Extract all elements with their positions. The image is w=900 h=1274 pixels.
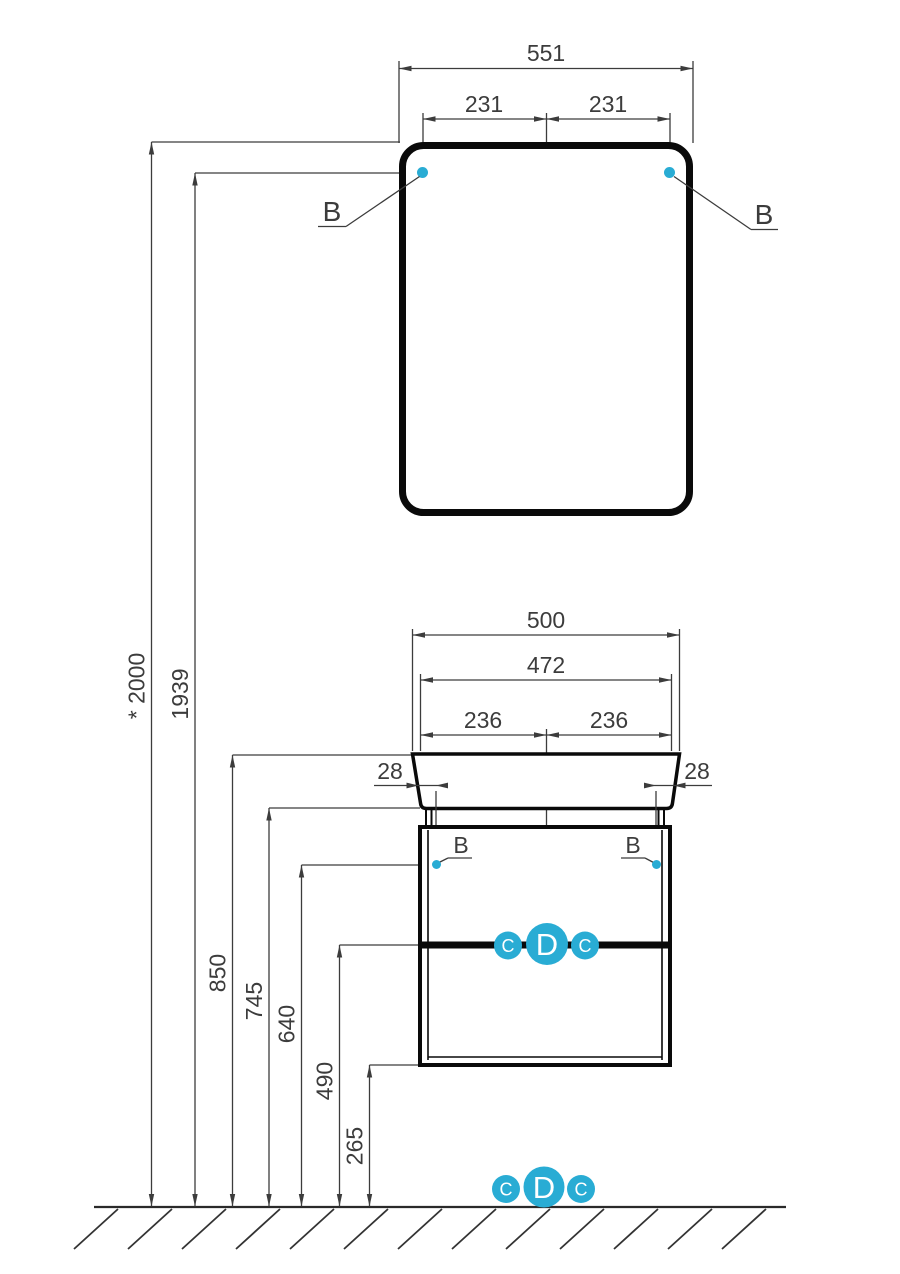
dim-edge-offset-left: 28 xyxy=(374,758,448,858)
siphon-marks-cabinet: C D C xyxy=(494,923,599,965)
mount-callout-mirror-right: B xyxy=(673,175,778,231)
cabinet-mount-dot-left xyxy=(432,860,441,869)
leader-line xyxy=(621,857,654,864)
leader-line xyxy=(438,857,472,864)
dim-mirror-width: 551 xyxy=(398,40,694,143)
dim-label: 265 xyxy=(342,1127,368,1165)
cabinet-view: 500 472 236 236 28 xyxy=(374,607,712,1067)
dim-mirror-mount-offsets: 231 231 xyxy=(422,91,671,165)
dim-body-width: 472 xyxy=(419,652,673,751)
mount-callout-mirror-left: B xyxy=(318,175,420,228)
siphon-circle-c-right xyxy=(571,931,599,960)
siphon-circle-c-left xyxy=(494,931,522,960)
dim-mirror-top-height: * 2000 xyxy=(124,141,400,1207)
siphon-letter: C xyxy=(502,936,515,956)
dim-drawer-divider-height: 490 xyxy=(312,944,418,1207)
height-dimensions: * 2000 1939 850 745 640 490 xyxy=(124,141,431,1207)
mount-callout-cabinet-right: B xyxy=(621,832,661,869)
mirror-mount-dot-left xyxy=(417,167,428,178)
dim-cabinet-mount-height: 640 xyxy=(274,864,431,1207)
siphon-letter: D xyxy=(533,1170,555,1205)
basin-support-right xyxy=(657,809,665,825)
siphon-letter: C xyxy=(575,1180,588,1200)
mount-label: B xyxy=(625,832,640,858)
washbasin-outline xyxy=(410,752,682,811)
dim-label: 28 xyxy=(684,758,710,784)
siphon-circle-c-right xyxy=(567,1175,595,1203)
siphon-letter: D xyxy=(536,927,558,962)
mirror-outline xyxy=(399,142,693,516)
siphon-letter: C xyxy=(500,1180,513,1200)
dim-label: 850 xyxy=(205,954,231,992)
mount-label: B xyxy=(323,196,342,227)
cabinet-mount-dot-right xyxy=(652,860,661,869)
mirror-mount-dot-right xyxy=(664,167,675,178)
leader-line xyxy=(673,175,778,231)
dim-basin-width: 500 xyxy=(411,607,681,751)
dim-label: 500 xyxy=(527,607,565,633)
leader-line xyxy=(318,175,420,228)
dim-basin-rim-height: 850 xyxy=(205,754,412,1207)
dim-label: 231 xyxy=(465,91,503,117)
dim-label: 745 xyxy=(241,982,267,1020)
mount-label: B xyxy=(755,199,774,230)
dim-label: 231 xyxy=(589,91,627,117)
floor-hatching xyxy=(73,1208,767,1250)
dim-label: 28 xyxy=(377,758,403,784)
arrowhead xyxy=(436,782,448,789)
dim-label: 472 xyxy=(527,652,565,678)
basin-support-left xyxy=(425,809,433,825)
mount-label: B xyxy=(453,832,468,858)
dim-label: 1939 xyxy=(167,668,193,719)
arrowhead xyxy=(406,782,419,789)
dim-label: 640 xyxy=(274,1005,300,1043)
siphon-circle-d xyxy=(526,923,568,965)
dim-cabinet-bottom-height: 265 xyxy=(342,1064,418,1207)
dim-basin-bottom-height: 745 xyxy=(241,807,420,1207)
dim-label: 236 xyxy=(464,707,502,733)
arrowhead xyxy=(644,782,656,789)
dim-label: 551 xyxy=(527,40,565,66)
mirror-view: 551 231 231 B B xyxy=(318,40,778,516)
siphon-circle-d xyxy=(523,1166,565,1208)
dim-mirror-mount-height: 1939 xyxy=(167,172,416,1207)
dim-label: * 2000 xyxy=(124,653,150,720)
floor xyxy=(73,1205,786,1250)
arrowhead xyxy=(673,782,686,789)
mount-callout-cabinet-left: B xyxy=(432,832,472,869)
dim-label: 490 xyxy=(312,1062,338,1100)
siphon-marks-floor: C D C xyxy=(492,1166,595,1208)
dim-label: 236 xyxy=(590,707,628,733)
siphon-circle-c-left xyxy=(492,1175,520,1203)
dim-edge-offset-right: 28 xyxy=(644,758,712,858)
siphon-letter: C xyxy=(579,936,592,956)
